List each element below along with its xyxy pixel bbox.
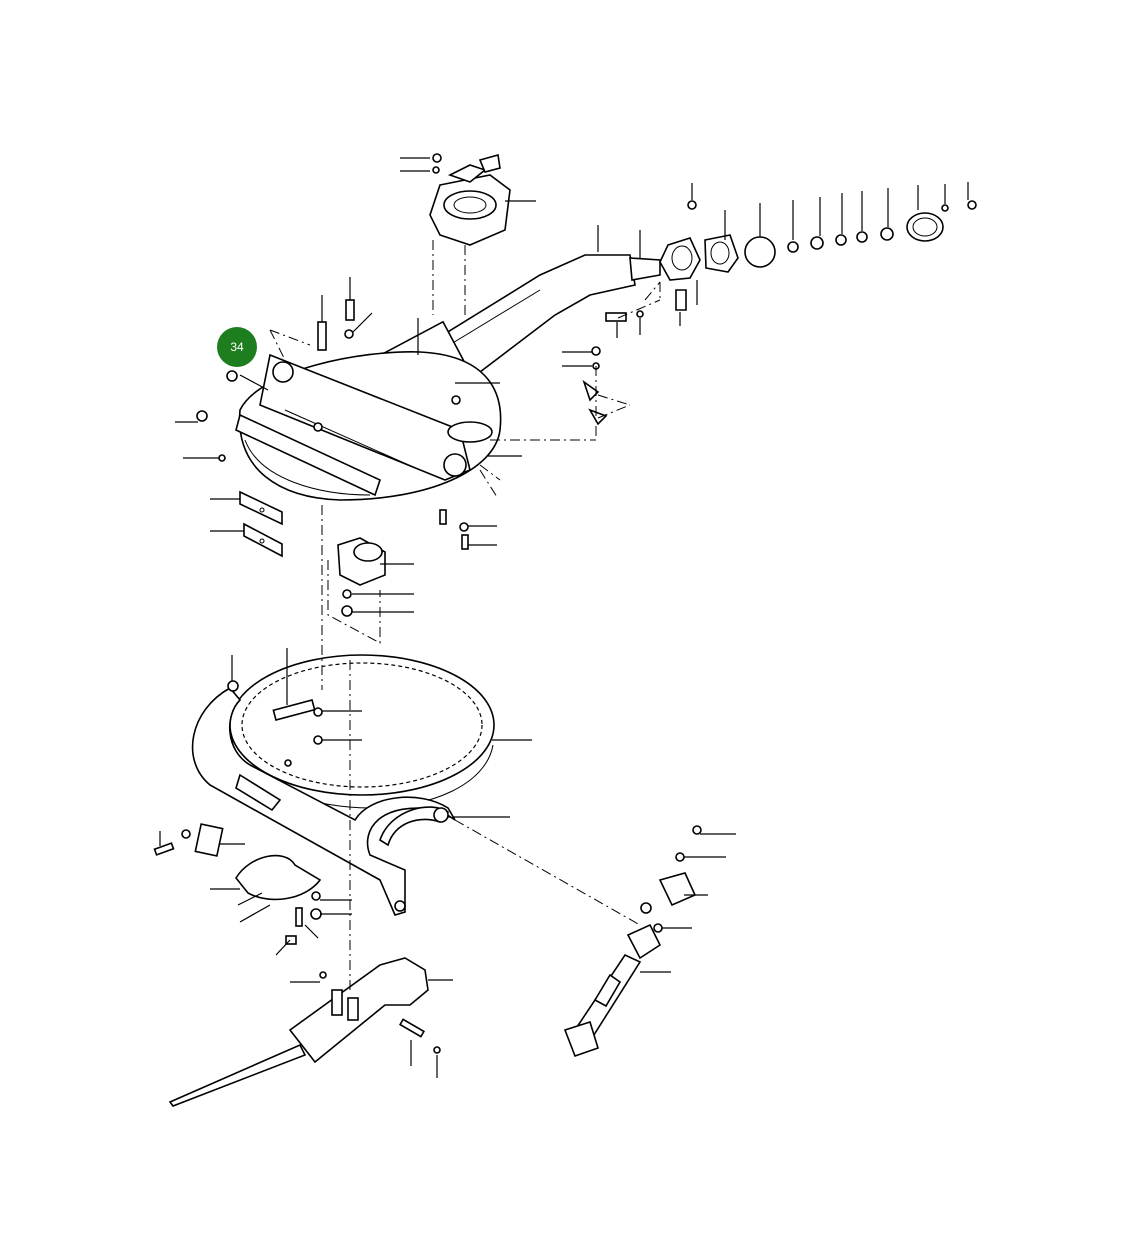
pedal-leaders — [290, 979, 453, 1078]
left-brackets — [239, 490, 283, 558]
assembly-center-lines — [269, 240, 661, 990]
hydraulic-cylinder — [563, 825, 702, 1058]
frame-fasteners — [196, 299, 608, 550]
foot-pedal — [168, 957, 441, 1107]
valve-housing — [429, 153, 511, 246]
lower-left-leaders — [159, 831, 352, 956]
right-bearing-stack — [605, 200, 977, 322]
lower-frame — [191, 680, 456, 916]
ring-gear-leaders — [231, 648, 532, 818]
callout-34[interactable]: 34 — [217, 327, 257, 367]
callout-circle — [217, 327, 257, 367]
lower-left-parts — [153, 823, 322, 945]
cylinder-leaders — [640, 833, 736, 973]
right-stack-leaders — [616, 182, 969, 338]
center-actuator — [327, 537, 386, 644]
callout-label: 34 — [230, 340, 244, 354]
valve-leader-lines — [400, 157, 536, 202]
frame-leader-lines — [175, 225, 641, 546]
turntable-frame — [235, 351, 502, 501]
actuator-leaders — [352, 563, 414, 613]
